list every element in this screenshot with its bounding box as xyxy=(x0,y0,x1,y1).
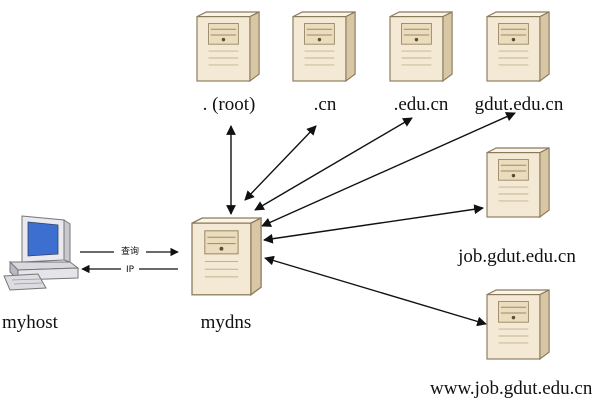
cn-label: .cn xyxy=(314,94,337,115)
gdut-server-icon xyxy=(486,11,550,82)
www-job-label: www.job.gdut.edu.cn xyxy=(430,378,593,399)
arrow-mydns-www-job xyxy=(264,255,487,327)
computer-icon xyxy=(3,215,80,291)
arrow-mydns-job xyxy=(263,204,484,244)
job-label: job.gdut.edu.cn xyxy=(457,246,576,267)
edu-cn-label: .edu.cn xyxy=(394,94,449,115)
myhost-label: myhost xyxy=(2,312,59,333)
root-server-icon xyxy=(196,11,260,82)
www-job-server-icon xyxy=(486,289,550,360)
root-label: . (root) xyxy=(203,94,256,115)
edu-cn-server-icon xyxy=(389,11,453,82)
reply-label: IP xyxy=(126,265,135,275)
arrow-mydns-cn xyxy=(244,125,317,201)
query-label: 查询 xyxy=(121,245,139,257)
mydns-label: mydns xyxy=(201,312,252,333)
job-server-icon xyxy=(486,147,550,218)
arrow-mydns-edu-cn xyxy=(254,117,413,211)
mydns-server-icon xyxy=(191,217,262,296)
gdut-label: gdut.edu.cn xyxy=(475,94,564,115)
cn-server-icon xyxy=(292,11,356,82)
